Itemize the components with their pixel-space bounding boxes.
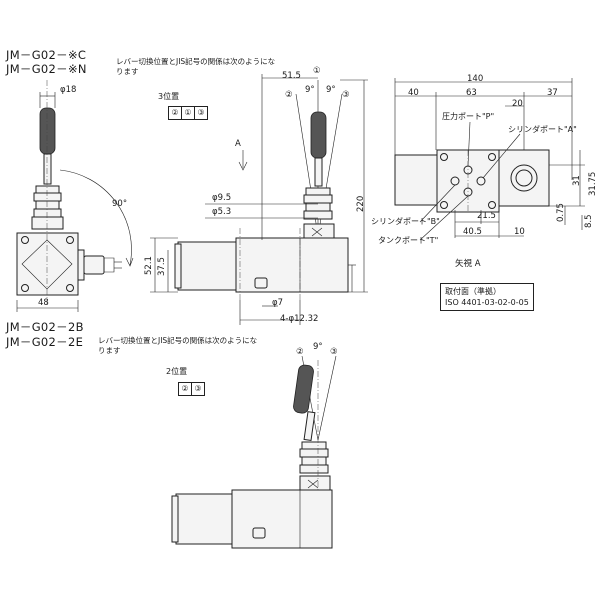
two-position-symbol: ② ③ — [178, 382, 205, 396]
rotation-arc-90 — [59, 169, 132, 266]
bellows-mid — [303, 187, 333, 220]
pos-2-circle: ② — [285, 90, 293, 100]
middle-side-view — [150, 74, 368, 325]
dim-140: 140 — [467, 74, 484, 84]
left-end-cap — [177, 241, 237, 291]
bottom-side-view — [171, 355, 337, 549]
lever-shaft-left — [43, 153, 52, 185]
angle-9-left: 9° — [305, 85, 315, 95]
model-code-c: JM－G02－※C — [6, 48, 87, 62]
position-2b: ② — [179, 383, 192, 395]
port-a — [476, 176, 486, 186]
right-port-view — [394, 78, 585, 241]
model-code-2b: JM－G02－2B — [6, 320, 84, 334]
angle-9-right: 9° — [326, 85, 336, 95]
main-valve-body — [235, 237, 349, 293]
angle-9-bottom: 9° — [313, 342, 323, 352]
port-right-block — [498, 149, 550, 207]
dim-40: 40 — [408, 88, 419, 98]
dim-angle-90: 90° — [112, 199, 128, 209]
three-position-label: 3位置 — [158, 92, 180, 101]
port-left-cap — [394, 154, 438, 206]
mounting-title: 取付面（準拠） — [445, 287, 501, 296]
pos-2-circle-bottom: ② — [296, 347, 304, 357]
dim-phi18: φ18 — [60, 85, 77, 95]
valve-body-square — [16, 232, 79, 296]
port-a-circle — [510, 164, 538, 192]
position-3b: ③ — [194, 384, 202, 393]
mounting-surface-box: 取付面（準拠） ISO 4401-03-02-0-05 — [440, 283, 534, 311]
three-position-symbol: ② ① ③ — [168, 106, 208, 120]
dim-21-5: 21.5 — [477, 211, 496, 221]
pos-1-circle: ① — [313, 66, 321, 76]
dim-63: 63 — [466, 88, 477, 98]
dim-20: 20 — [512, 99, 523, 109]
dim-10: 10 — [514, 227, 525, 237]
dim-width-48: 48 — [38, 298, 49, 308]
lever-knob-mid — [310, 111, 327, 159]
position-1: ① — [182, 107, 195, 119]
label-tank-port: タンクポート"T" — [378, 236, 439, 245]
left-front-view — [16, 80, 134, 312]
mounting-standard: ISO 4401-03-02-0-05 — [445, 298, 529, 307]
dim-phi7: φ7 — [272, 298, 284, 308]
dim-40-5: 40.5 — [463, 227, 482, 237]
bellows-bottom — [299, 441, 329, 474]
pos-3-circle-bottom: ③ — [330, 347, 338, 357]
label-cylinder-port-a: シリンダポート"A" — [508, 125, 577, 134]
dim-phi5-3: φ5.3 — [212, 207, 232, 217]
lever-position-note: レバー切換位置とJIS記号の関係は次のようになります — [116, 57, 276, 76]
dim-51-5: 51.5 — [282, 71, 301, 81]
label-cylinder-port-b: シリンダポート"B" — [371, 217, 440, 226]
pos-3-circle: ③ — [342, 90, 350, 100]
label-pressure-port: 圧力ポート"P" — [442, 112, 495, 121]
model-code-n: JM－G02－※N — [6, 62, 87, 76]
position-3: ③ — [197, 108, 205, 117]
dim-37: 37 — [547, 88, 558, 98]
lever-knob-left — [39, 107, 56, 155]
bottom-end-cap — [175, 493, 233, 545]
view-a-label: 矢視 A — [455, 259, 481, 269]
dim-4-phi12-32: 4-φ12.32 — [280, 314, 319, 324]
drain-plug — [254, 277, 268, 289]
lever-position-note-2: レバー切換位置とJIS記号の関係は次のようになります — [98, 336, 258, 355]
dim-phi9-5: φ9.5 — [212, 193, 232, 203]
model-code-2e: JM－G02－2E — [6, 335, 84, 349]
view-arrow-a: A — [235, 139, 241, 149]
lever-knob-bottom — [293, 364, 314, 414]
position-2: ② — [169, 107, 182, 119]
bottom-valve-body — [231, 489, 333, 549]
bellows-left — [31, 185, 64, 230]
two-position-label: 2位置 — [166, 367, 188, 376]
